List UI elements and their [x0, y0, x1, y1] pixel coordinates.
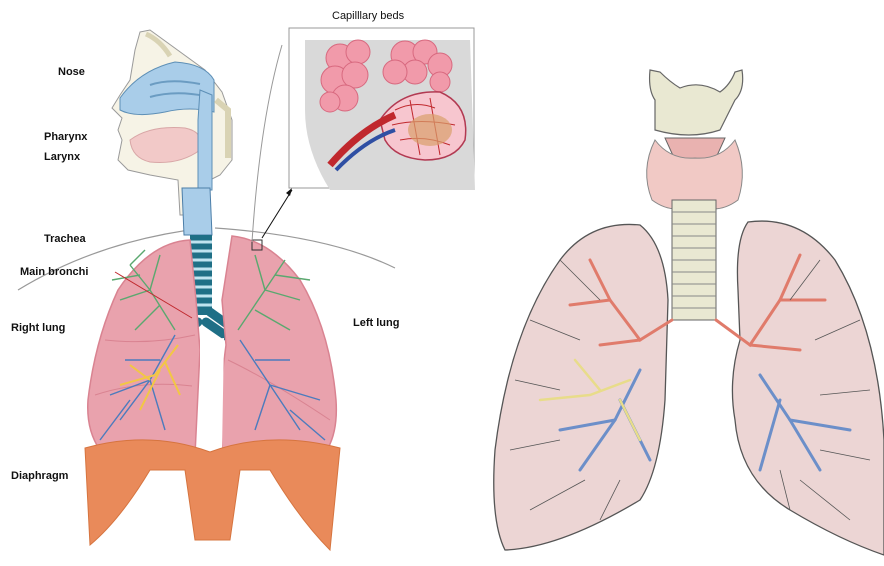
label-left-lung: Left lung [353, 317, 399, 329]
label-capillary-beds: Capilllary beds [332, 10, 404, 22]
right-lung [88, 240, 200, 457]
left-lung [221, 236, 337, 454]
label-nose: Nose [58, 66, 85, 78]
right-fig-lung-left [732, 221, 884, 555]
label-diaphragm: Diaphragm [11, 470, 68, 482]
cardiac-notch [200, 335, 224, 450]
right-fig-lung-right [494, 224, 668, 550]
label-right-lung: Right lung [11, 322, 65, 334]
thyroid-cartilage [650, 70, 743, 135]
right-lung-illustration [494, 70, 884, 555]
capillary-arrow [262, 190, 292, 238]
label-pharynx: Pharynx [44, 131, 87, 143]
diaphragm [85, 440, 340, 550]
head-profile [112, 30, 232, 215]
capillary-beds-inset [289, 28, 475, 190]
label-trachea: Trachea [44, 233, 86, 245]
pharynx-tube [198, 90, 212, 190]
left-respiratory-diagram [18, 28, 475, 550]
label-main-bronchi: Main bronchi [20, 266, 88, 278]
label-larynx: Larynx [44, 151, 80, 163]
